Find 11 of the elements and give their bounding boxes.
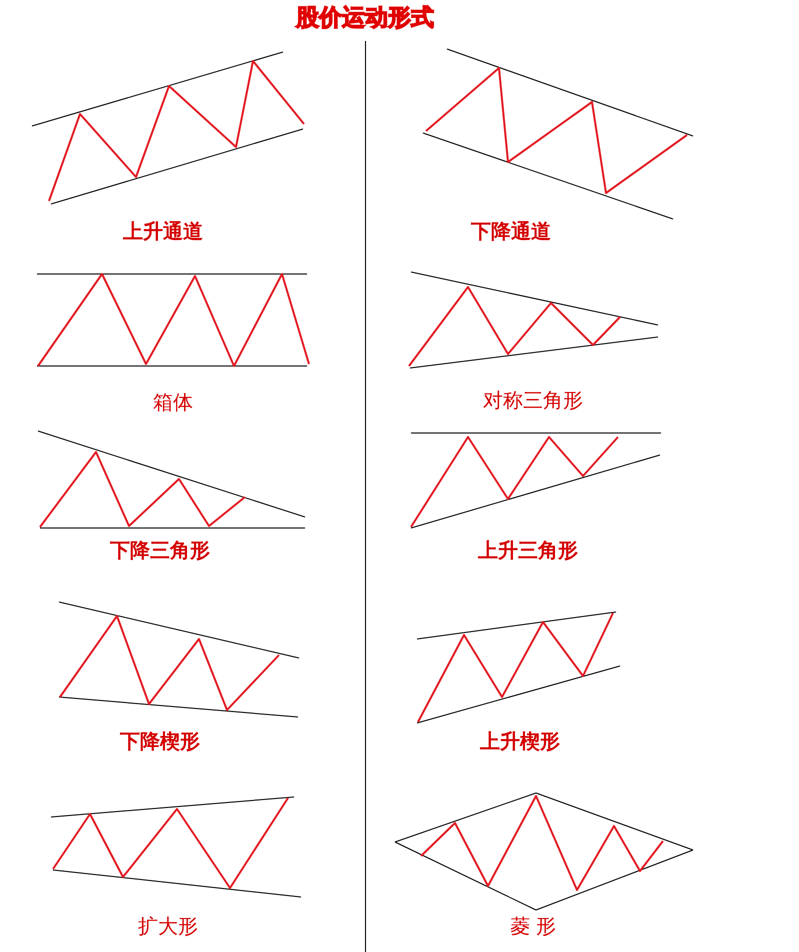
pattern-label: 对称三角形 [483, 389, 583, 411]
pattern-label: 箱体 [153, 391, 193, 413]
pattern-label: 下降三角形 [110, 539, 210, 561]
pattern-label: 下降楔形 [120, 730, 200, 752]
pattern-label: 菱 形 [510, 915, 556, 937]
pattern-label: 上升通道 [123, 220, 203, 242]
pattern-label: 扩大形 [138, 915, 198, 937]
pattern-label: 下降通道 [471, 220, 551, 242]
title: 股价运动形式 [296, 5, 434, 31]
pattern-label: 上升三角形 [478, 539, 578, 561]
pattern-label: 上升楔形 [480, 730, 560, 752]
